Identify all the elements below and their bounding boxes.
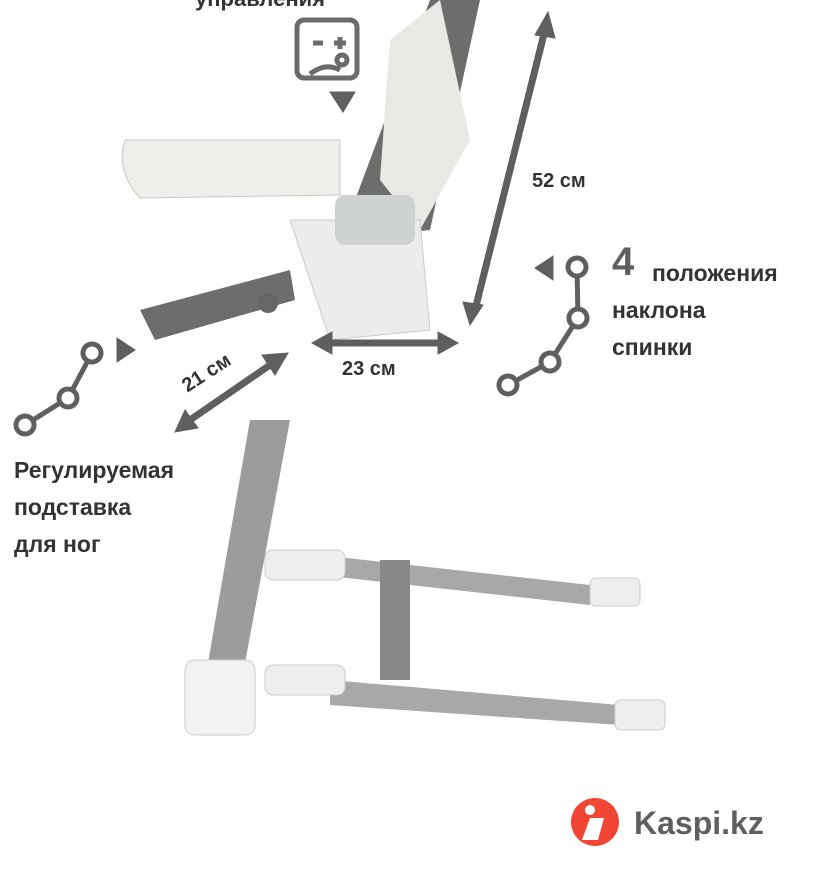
footrest-line1: Регулируемая (14, 457, 175, 483)
footrest-line3: для ног (14, 531, 101, 557)
recline-line3: спинки (612, 334, 693, 360)
brand-name: Kaspi.kz (634, 805, 764, 841)
tray (121, 139, 341, 199)
down-arrow-icon (329, 91, 356, 113)
footrest (140, 270, 295, 340)
recline-line2: наклона (612, 297, 706, 323)
kaspi-logo-icon (571, 798, 619, 846)
recline-count: 4 (612, 240, 635, 284)
control-label: управления (195, 0, 325, 12)
recline-line1: положения (652, 260, 778, 286)
base-post (380, 560, 410, 680)
rear-base-bar (330, 680, 620, 725)
recline-positions-icon (496, 255, 590, 397)
control-panel-icon (294, 17, 360, 81)
height-label: 52 см (532, 170, 586, 192)
front-base-bar (320, 555, 590, 605)
leg-foot (184, 659, 256, 736)
control-panel (335, 195, 415, 245)
footrest-positions-icon (13, 341, 104, 437)
footrest-line2: подставка (14, 494, 132, 520)
front-leg (205, 420, 290, 690)
seat-depth-label: 23 см (342, 358, 396, 380)
